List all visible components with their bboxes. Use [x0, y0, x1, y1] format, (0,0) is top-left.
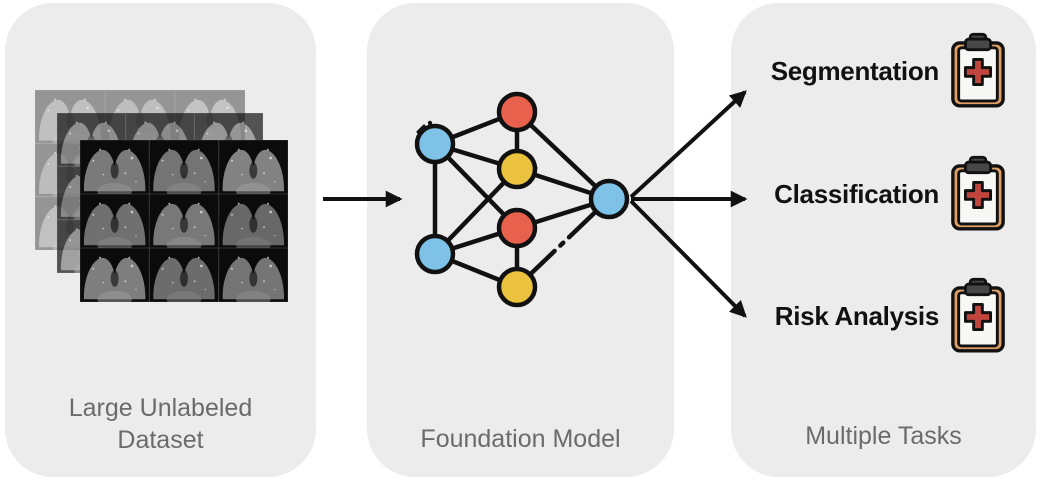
input-node-top: [414, 123, 456, 165]
mri-grid-front-layer: [80, 140, 288, 302]
segmentation-label: Segmentation: [770, 55, 940, 86]
classification-label: Classification: [774, 178, 939, 209]
hidden-node-4: [496, 266, 538, 308]
dataset-caption-line-1: Large Unlabeled: [68, 394, 253, 422]
model-panel-caption: Foundation Model: [420, 425, 621, 453]
medical-clipboard-icon: [951, 32, 1005, 108]
neural-network-icon: [414, 91, 630, 308]
dataset-panel-caption: Large Unlabeled Dataset: [5, 392, 316, 456]
medical-clipboard-icon: [951, 155, 1005, 231]
task-row-classification: Classification: [745, 154, 1007, 234]
hidden-node-2: [496, 148, 538, 190]
tasks-panel-caption: Multiple Tasks: [805, 422, 962, 450]
medical-clipboard-icon: [951, 277, 1005, 353]
hidden-node-3: [496, 207, 538, 249]
task-row-segmentation: Segmentation: [745, 31, 1007, 111]
output-node: [588, 178, 630, 220]
task-row-risk-analysis: Risk Analysis: [745, 276, 1007, 356]
input-node-bottom: [414, 233, 456, 275]
hidden-node-1: [496, 91, 538, 133]
risk-analysis-label: Risk Analysis: [774, 300, 940, 331]
dataset-caption-line-2: Dataset: [117, 426, 204, 454]
